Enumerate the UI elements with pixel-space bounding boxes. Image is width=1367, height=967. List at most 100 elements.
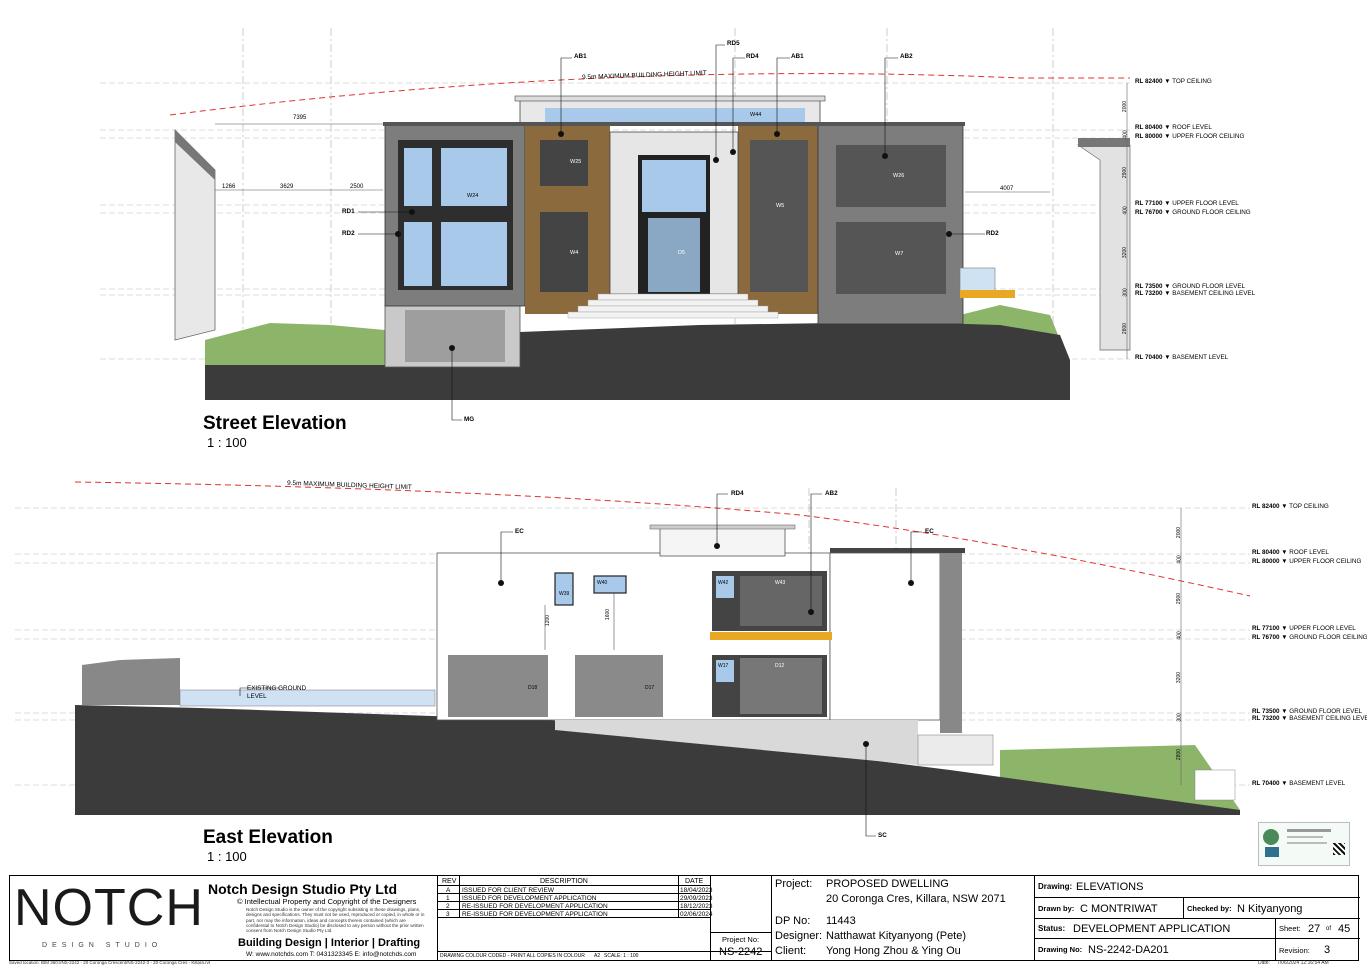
east-elevation: [15, 481, 1251, 837]
level-dim: 2900: [1122, 166, 1129, 179]
dim-1200: 1200: [545, 614, 552, 627]
window-tag-w24: W24: [467, 193, 479, 199]
checked-by-value: N Kityanyong: [1237, 903, 1303, 915]
dim-2500: 2500: [350, 184, 364, 190]
level-rl: RL 80400 ▼ ROOF LEVEL: [1252, 549, 1329, 556]
dim-1600: 1600: [605, 608, 612, 621]
company-copyright: © Intellectual Property and Copyright of…: [237, 897, 417, 906]
saved-location: Saved location: BIM 360://NS-2242 - 20 C…: [9, 960, 211, 965]
level-dim: 400: [1122, 206, 1129, 215]
rev-row-2-date: 18/12/2023: [680, 903, 713, 910]
drawn-by-label: Drawn by:: [1038, 904, 1075, 913]
house-icon: [1265, 847, 1279, 857]
window-tag-w40: W40: [597, 580, 608, 586]
designer-label: Designer:: [775, 930, 823, 942]
level-dim: 300: [1122, 288, 1129, 297]
level-rl: RL 70400 ▼ BASEMENT LEVEL: [1252, 780, 1346, 787]
revision-value: 3: [1324, 944, 1331, 956]
drawing-label: Drawing:: [1038, 882, 1073, 891]
tag-rd2-left: RD2: [342, 230, 355, 237]
level-rl: RL 73500 ▼ GROUND FLOOR LEVEL: [1135, 283, 1246, 290]
level-rl: RL 80000 ▼ UPPER FLOOR CEILING: [1135, 133, 1245, 140]
level-rl: RL 77100 ▼ UPPER FLOOR LEVEL: [1135, 200, 1239, 207]
level-dim: 3200: [1176, 671, 1183, 684]
checked-by-label: Checked by:: [1187, 904, 1232, 913]
window-tag-w4: W4: [570, 250, 579, 256]
window-tag-w5: W5: [776, 203, 785, 209]
window-tag-w43: W43: [775, 580, 786, 586]
project-value: PROPOSED DWELLING: [826, 878, 949, 890]
company-contacts: W: www.notchds.com T: 0431323345 E: info…: [246, 951, 417, 958]
level-dim: 2800: [1176, 748, 1183, 761]
level-dim: 300: [1176, 713, 1183, 722]
drawing-no-value: NS-2242-DA201: [1088, 944, 1169, 956]
tag-ab2-street: AB2: [900, 53, 913, 60]
company-disclaimer: Notch Design Studio is the owner of the …: [246, 907, 425, 934]
window-tag-w42: W42: [718, 580, 729, 586]
qr-code-icon: [1333, 843, 1345, 855]
designer-value: Natthawat Kityanyong (Pete): [826, 930, 967, 942]
level-rl: RL 80400 ▼ ROOF LEVEL: [1135, 124, 1212, 131]
project-no: NS-2242: [719, 946, 763, 958]
print-date-value: 7/06/2024 12:16:54 AM: [1277, 960, 1329, 966]
rev-row-2-desc: RE-ISSUED FOR DEVELOPMENT APPLICATION: [462, 903, 608, 910]
existing-ground-label: EXISTING GROUND LEVEL: [247, 685, 307, 701]
street-elevation: [100, 28, 1131, 421]
window-tag-w44: W44: [750, 112, 762, 118]
company-logo-subtitle: DESIGN STUDIO: [42, 942, 163, 949]
level-dim: 3200: [1122, 246, 1129, 259]
dim-7395: 7395: [293, 115, 307, 121]
company-name: Notch Design Studio Pty Ltd: [208, 881, 397, 897]
level-rl: RL 73500 ▼ GROUND FLOOR LEVEL: [1252, 708, 1363, 715]
door-tag-d18: D18: [528, 685, 538, 691]
window-tag-w17: W17: [718, 663, 729, 669]
level-dim: 2000: [1122, 100, 1129, 113]
tag-ec-left: EC: [515, 528, 524, 535]
level-dim: 2900: [1176, 592, 1183, 605]
door-tag-d12: D12: [775, 663, 785, 669]
level-dim: 2800: [1122, 322, 1129, 335]
dim-3629: 3629: [280, 184, 294, 190]
level-rl: RL 82400 ▼ TOP CEILING: [1135, 78, 1212, 85]
window-tag-w7: W7: [895, 251, 904, 257]
sheet-total: 45: [1338, 923, 1351, 935]
revision-label: Revision:: [1279, 946, 1310, 955]
tag-rd4-east: RD4: [731, 490, 744, 497]
drawing-no-label: Drawing No:: [1038, 945, 1083, 954]
rev-header-rev: REV: [442, 878, 457, 885]
level-rl: RL 73200 ▼ BASEMENT CEILING LEVEL: [1252, 715, 1367, 722]
east-elevation-title: East Elevation: [203, 827, 333, 848]
rev-row-0-date: 18/04/2023: [680, 887, 713, 894]
level-rl: RL 80000 ▼ UPPER FLOOR CEILING: [1252, 558, 1362, 565]
tag-sc: SC: [878, 832, 887, 839]
dp-value: 11443: [826, 915, 856, 927]
tag-rd4-street: RD4: [746, 53, 759, 60]
project-label: Project:: [775, 878, 813, 890]
rev-row-1-rev: 1: [446, 895, 450, 902]
street-elevation-title: Street Elevation: [203, 413, 347, 434]
rev-header-description: DESCRIPTION: [540, 878, 588, 885]
elevation-drawings: [15, 28, 1251, 837]
tag-rd5: RD5: [727, 40, 740, 47]
print-date-label: Date:: [1258, 960, 1270, 966]
tag-ab1-left: AB1: [574, 53, 587, 60]
project-no-label: Project No:: [722, 935, 760, 944]
level-rl: RL 76700 ▼ GROUND FLOOR CEILING: [1252, 634, 1367, 641]
rev-row-1-desc: ISSUED FOR DEVELOPMENT APPLICATION: [462, 895, 597, 902]
door-tag-d5: D5: [678, 250, 686, 256]
east-elevation-scale: 1 : 100: [207, 849, 247, 864]
rev-header-date: DATE: [685, 878, 704, 885]
street-elevation-scale: 1 : 100: [207, 435, 247, 450]
client-label: Client:: [775, 945, 807, 957]
drawing-scale: SCALE: 1 : 100: [604, 953, 639, 959]
star-rating-icon: [1263, 829, 1279, 845]
window-tag-w25: W25: [570, 159, 582, 165]
tag-rd1: RD1: [342, 208, 355, 215]
rev-row-0-rev: A: [446, 887, 451, 894]
dim-4007: 4007: [1000, 186, 1014, 192]
dp-label: DP No:: [775, 915, 811, 927]
level-dim: 400: [1176, 555, 1183, 564]
level-rl: RL 70400 ▼ BASEMENT LEVEL: [1135, 354, 1229, 361]
level-dim: 400: [1176, 631, 1183, 640]
colour-note: DRAWING COLOUR CODED - PRINT ALL COPIES …: [440, 953, 585, 959]
